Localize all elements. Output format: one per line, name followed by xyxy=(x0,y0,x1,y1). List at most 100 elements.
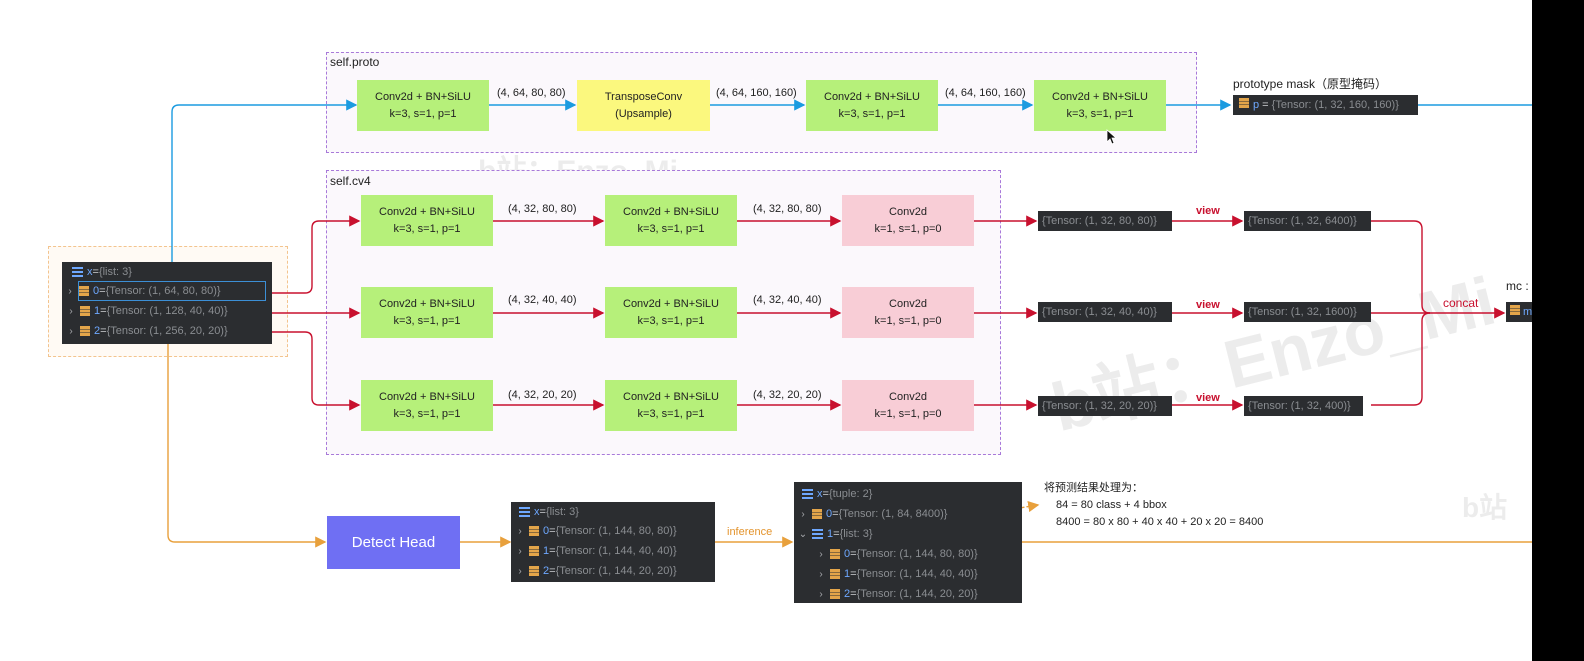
cv4-row0-flat[interactable]: {Tensor: (1, 32, 6400)} xyxy=(1244,211,1371,231)
inference-item-1[interactable]: ⌄ 1 = {list: 3} xyxy=(794,524,1022,544)
inference-output-viewer[interactable]: x = {tuple: 2} › 0 = {Tensor: (1, 84, 84… xyxy=(794,482,1022,603)
tensor-icon xyxy=(80,306,90,316)
item-index: 0 xyxy=(93,285,100,297)
item-index: 0 xyxy=(543,525,550,537)
tensor-key: m xyxy=(1523,306,1533,318)
input-list-item-1[interactable]: › 1 = {Tensor: (1, 128, 40, 40)} xyxy=(62,301,272,321)
chevron-right-icon[interactable]: › xyxy=(518,565,522,577)
input-list-item-0[interactable]: › 0 = {Tensor: (1, 64, 80, 80)} xyxy=(68,281,266,301)
cv4-row0-conv-2: Conv2d + BN+SiLU k=3, s=1, p=1 xyxy=(605,195,737,246)
detect-output-item-1[interactable]: › 1 = {Tensor: (1, 144, 40, 40)} xyxy=(511,541,715,561)
cv4-row1-output[interactable]: {Tensor: (1, 32, 40, 40)} xyxy=(1038,302,1172,322)
chevron-right-icon[interactable]: › xyxy=(518,525,522,537)
detect-head-block: Detect Head xyxy=(327,516,460,569)
note-pointer-connector xyxy=(981,501,1040,515)
cv4-row2-output[interactable]: {Tensor: (1, 32, 20, 20)} xyxy=(1038,396,1172,416)
input-list-item-2[interactable]: › 2 = {Tensor: (1, 256, 20, 20)} xyxy=(62,321,272,341)
proto-dim-2: (4, 64, 160, 160) xyxy=(716,87,797,99)
inference-subitem-0[interactable]: › 0 = {Tensor: (1, 144, 80, 80)} xyxy=(794,544,1022,564)
item-index: 1 xyxy=(543,545,550,557)
item-index: 2 xyxy=(543,565,550,577)
detect-output-item-0[interactable]: › 0 = {Tensor: (1, 144, 80, 80)} xyxy=(511,521,715,541)
proto-dim-1: (4, 64, 80, 80) xyxy=(497,87,566,99)
item-value: {Tensor: (1, 144, 80, 80)} xyxy=(856,548,978,560)
mc-tensor[interactable]: m xyxy=(1506,302,1532,322)
window-edge xyxy=(1532,0,1584,661)
input-list-header[interactable]: x = {list: 3} xyxy=(62,263,272,281)
proto-transposeconv-block: TransposeConv (Upsample) xyxy=(577,80,710,131)
equals-sign: = xyxy=(99,285,106,297)
chevron-right-icon[interactable]: › xyxy=(801,508,805,520)
list-icon xyxy=(802,489,813,499)
block-title: Conv2d + BN+SiLU xyxy=(623,390,719,403)
detect-output-header[interactable]: x = {list: 3} xyxy=(511,503,715,521)
equals-sign: = xyxy=(850,588,857,600)
chevron-down-icon[interactable]: ⌄ xyxy=(798,528,808,540)
chevron-right-icon[interactable]: › xyxy=(69,325,73,337)
cv4-row0-dim-2: (4, 32, 80, 80) xyxy=(753,203,822,215)
variable-name: x xyxy=(87,266,93,278)
cv4-row2-flat[interactable]: {Tensor: (1, 32, 400)} xyxy=(1244,396,1363,416)
variable-type: {list: 3} xyxy=(98,266,132,278)
item-value: {Tensor: (1, 144, 20, 20)} xyxy=(856,588,978,600)
cv4-input-connector-2 xyxy=(266,331,361,411)
note-anchor-count: 8400 = 80 x 80 + 40 x 40 + 20 x 20 = 840… xyxy=(1056,516,1264,528)
equals-sign: = xyxy=(100,325,107,337)
cv4-row0-dim-1: (4, 32, 80, 80) xyxy=(508,203,577,215)
block-title: Conv2d + BN+SiLU xyxy=(623,297,719,310)
block-title: Conv2d + BN+SiLU xyxy=(1052,90,1148,103)
chevron-right-icon[interactable]: › xyxy=(819,588,823,600)
cv4-row2-conv-2: Conv2d + BN+SiLU k=3, s=1, p=1 xyxy=(605,380,737,431)
cv4-row1-conv-3: Conv2d k=1, s=1, p=0 xyxy=(842,287,974,338)
cv4-row0-output[interactable]: {Tensor: (1, 32, 80, 80)} xyxy=(1038,211,1172,231)
cv4-group-label: self.cv4 xyxy=(330,174,371,188)
proto-group-label: self.proto xyxy=(330,55,380,69)
block-title: Conv2d xyxy=(889,205,927,218)
tensor-icon xyxy=(812,509,822,519)
chevron-right-icon[interactable]: › xyxy=(69,305,73,317)
inference-label: inference xyxy=(727,526,773,538)
block-title: Conv2d + BN+SiLU xyxy=(375,90,471,103)
inference-subitem-2[interactable]: › 2 = {Tensor: (1, 144, 20, 20)} xyxy=(794,584,1022,604)
inference-subitem-1[interactable]: › 1 = {Tensor: (1, 144, 40, 40)} xyxy=(794,564,1022,584)
equals-sign: = xyxy=(539,506,546,518)
equals-sign: = xyxy=(92,266,99,278)
item-index: 0 xyxy=(826,508,833,520)
item-index: 2 xyxy=(844,588,851,600)
cv4-row1-dim-2: (4, 32, 40, 40) xyxy=(753,294,822,306)
concat-connector-2 xyxy=(1371,312,1431,406)
cv4-row2-view-label: view xyxy=(1196,392,1220,404)
list-icon xyxy=(812,529,823,539)
item-value: {Tensor: (1, 64, 80, 80)} xyxy=(105,285,221,297)
inference-item-0[interactable]: › 0 = {Tensor: (1, 84, 8400)} xyxy=(794,504,1022,524)
block-title: Conv2d xyxy=(889,297,927,310)
proto-conv-block-1: Conv2d + BN+SiLU k=3, s=1, p=1 xyxy=(357,80,489,131)
tensor-icon xyxy=(529,566,539,576)
block-title: Conv2d xyxy=(889,390,927,403)
item-value: {Tensor: (1, 144, 40, 40)} xyxy=(856,568,978,580)
item-index: 1 xyxy=(844,568,851,580)
block-title: Conv2d + BN+SiLU xyxy=(379,390,475,403)
list-icon xyxy=(72,267,83,277)
detect-output-item-2[interactable]: › 2 = {Tensor: (1, 144, 20, 20)} xyxy=(511,561,715,581)
cv4-row2-conv-3: Conv2d k=1, s=1, p=0 xyxy=(842,380,974,431)
chevron-right-icon[interactable]: › xyxy=(518,545,522,557)
cursor-icon xyxy=(1106,129,1118,145)
item-value: {Tensor: (1, 256, 20, 20)} xyxy=(106,325,228,337)
detect-output-viewer[interactable]: x = {list: 3} › 0 = {Tensor: (1, 144, 80… xyxy=(511,502,715,582)
prototype-mask-tensor[interactable]: p = {Tensor: (1, 32, 160, 160)} xyxy=(1233,95,1418,115)
cv4-row0-conv-3: Conv2d k=1, s=1, p=0 xyxy=(842,195,974,246)
tensor-key: p xyxy=(1253,99,1260,111)
block-title: Conv2d + BN+SiLU xyxy=(623,205,719,218)
chevron-right-icon[interactable]: › xyxy=(819,548,823,560)
chevron-right-icon[interactable]: › xyxy=(819,568,823,580)
chevron-right-icon[interactable]: › xyxy=(68,285,72,297)
variable-type: {list: 3} xyxy=(545,506,579,518)
equals-sign: = xyxy=(833,528,840,540)
cv4-row1-flat[interactable]: {Tensor: (1, 32, 1600)} xyxy=(1244,302,1371,322)
equals-sign: = xyxy=(850,548,857,560)
input-list-viewer[interactable]: x = {list: 3} › 0 = {Tensor: (1, 64, 80,… xyxy=(62,262,272,344)
item-value: {Tensor: (1, 144, 80, 80)} xyxy=(555,525,677,537)
mc-label: mc : xyxy=(1506,279,1529,293)
inference-header[interactable]: x = {tuple: 2} xyxy=(794,484,1022,504)
